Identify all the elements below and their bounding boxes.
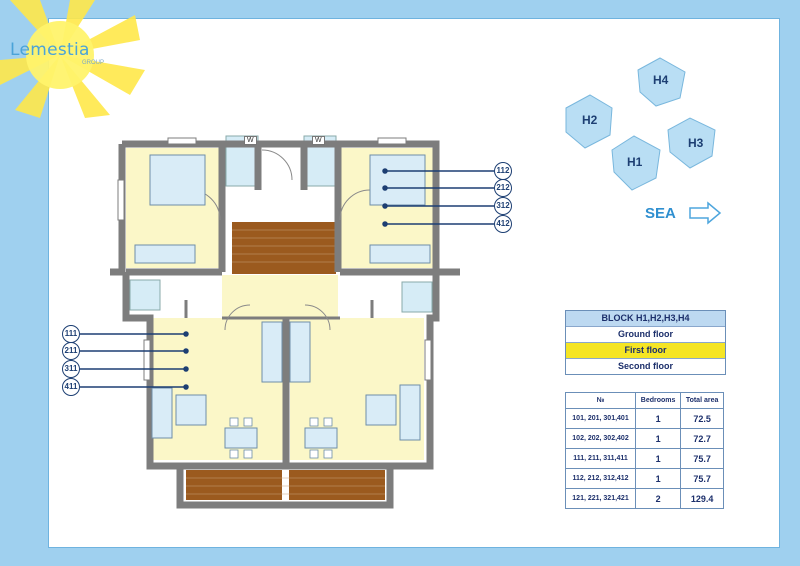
marker-312: 312 [494,197,512,215]
row-bedrooms: 1 [635,468,682,489]
table-row: 112, 212, 312,412 1 75.7 [564,468,724,489]
wc-label-left: W [244,136,257,145]
legend-ground-floor: Ground floor [566,326,725,342]
parquet-corridor [232,222,336,274]
parquet-balcony-right [289,470,385,500]
row-units: 101, 201, 301,401 [564,408,637,429]
marker-411: 411 [62,378,80,396]
block-h1-shape [611,135,661,191]
table-row: 101, 201, 301,401 1 72.5 [564,408,724,429]
marker-211: 211 [62,342,80,360]
site-label-h1: H1 [627,155,643,169]
row-area: 72.7 [680,428,724,449]
row-units: 102, 202, 302,402 [564,428,637,449]
block-h2-shape [565,94,613,149]
row-units: 112, 212, 312,412 [564,468,637,489]
row-bedrooms: 1 [635,448,682,469]
site-label-h2: H2 [582,113,598,127]
row-bedrooms: 1 [635,408,682,429]
table-row: 102, 202, 302,402 1 72.7 [564,428,724,449]
sun-logo-icon [0,0,145,118]
row-area: 72.5 [680,408,724,429]
sea-label: SEA [645,205,676,222]
site-label-h4: H4 [653,73,669,87]
floor-legend: BLOCK H1,H2,H3,H4 Ground floor First flo… [565,310,726,375]
table-header-row: № Bedrooms Total area [564,392,724,409]
block-h4-shape [637,57,686,107]
row-area: 75.7 [680,448,724,469]
marker-311: 311 [62,360,80,378]
table-row: 111, 211, 311,411 1 75.7 [564,448,724,469]
marker-212: 212 [494,179,512,197]
logo: Lemestia GROUP [10,40,104,66]
row-bedrooms: 2 [635,488,682,509]
legend-second-floor: Second floor [566,358,725,374]
area-table: № Bedrooms Total area 101, 201, 301,401 … [564,392,724,509]
legend-title: BLOCK H1,H2,H3,H4 [566,311,725,326]
hall-floor [222,275,338,319]
header-total-area: Total area [680,392,724,409]
parquet-balcony-left [186,470,282,500]
header-bedrooms: Bedrooms [635,392,682,409]
row-area: 129.4 [680,488,724,509]
row-bedrooms: 1 [635,428,682,449]
logo-sub: GROUP [82,60,105,66]
legend-first-floor: First floor [566,342,725,358]
site-label-h3: H3 [688,136,704,150]
logo-name: Lemestia [10,40,90,60]
header-number: № [564,392,637,409]
row-area: 75.7 [680,468,724,489]
wc-label-right: W [312,136,325,145]
marker-412: 412 [494,215,512,233]
table-row: 121, 221, 321,421 2 129.4 [564,488,724,509]
block-h3-shape [667,117,716,169]
row-units: 121, 221, 321,421 [564,488,637,509]
row-units: 111, 211, 311,411 [564,448,637,469]
